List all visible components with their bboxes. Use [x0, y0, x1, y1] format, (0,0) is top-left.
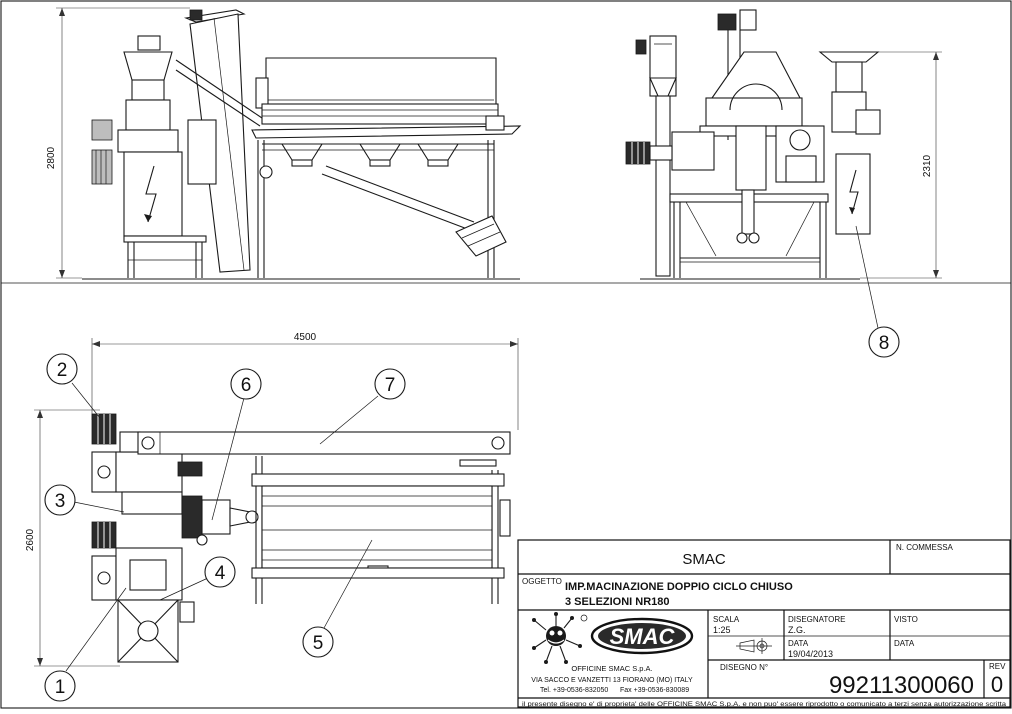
- dim-width-plan: 4500: [294, 332, 317, 343]
- commessa-label: N. COMMESSA: [896, 543, 954, 552]
- company-fax: Fax +39-0536-830089: [620, 687, 689, 694]
- callout-1: 1: [55, 677, 66, 698]
- footer-note: il presente disegno e' di proprieta' del…: [522, 701, 1006, 708]
- callout-4: 4: [215, 563, 226, 584]
- oggetto-line-1: IMP.MACINAZIONE DOPPIO CICLO CHIUSO: [565, 581, 793, 593]
- rev-value: 0: [991, 672, 1003, 697]
- front-elevation-view: 2800: [46, 7, 522, 280]
- side-elevation-view: 2310: [625, 9, 942, 280]
- callout-8: 8: [879, 333, 890, 354]
- smac-logo: SMAC: [590, 617, 694, 655]
- callout-circle-2: [46, 353, 78, 385]
- data-label-2: DATA: [894, 639, 915, 648]
- disegno-value: 99211300060: [829, 672, 974, 699]
- callout-3: 3: [55, 491, 66, 512]
- dim-depth-plan: 2600: [25, 528, 36, 551]
- oggetto-line-2: 3 SELEZIONI NR180: [565, 596, 670, 608]
- disegno-label: DISEGNO N°: [720, 663, 768, 672]
- callout-2: 2: [57, 360, 68, 381]
- callout-circle-1: [44, 670, 76, 702]
- disegnatore-value: Z.G.: [788, 625, 806, 635]
- callout-5: 5: [313, 633, 324, 654]
- company-phone: Tel. +39-0536-832050: [540, 687, 608, 694]
- callout-circle-4: [204, 556, 236, 588]
- title-block: SMAC N. COMMESSA OGGETTO IMP.MACINAZIONE…: [517, 539, 1011, 708]
- scala-label: SCALA: [713, 615, 740, 624]
- visto-label: VISTO: [894, 615, 918, 624]
- callout-6: 6: [241, 375, 252, 396]
- oggetto-label: OGGETTO: [522, 577, 562, 586]
- dim-height-side: 2310: [922, 154, 933, 177]
- disegnatore-label: DISEGNATORE: [788, 615, 846, 624]
- logo-text: SMAC: [610, 624, 676, 649]
- rev-label: REV: [989, 662, 1006, 671]
- mascot-figure-icon: [532, 612, 588, 664]
- callout-circle-6: [230, 368, 262, 400]
- company-name: OFFICINE SMAC S.p.A.: [571, 664, 652, 673]
- callout-circle-5: [302, 626, 334, 658]
- projection-symbol-icon: [736, 638, 772, 654]
- scala-value: 1:25: [713, 625, 731, 635]
- company-address: VIA SACCO E VANZETTI 13 FIORANO (MO) ITA…: [531, 677, 693, 684]
- data-value: 19/04/2013: [788, 649, 833, 659]
- callout-circle-8: [868, 326, 900, 358]
- callout-circle-3: [44, 484, 76, 516]
- callouts: 2 3 1 4 6 7 5 8: [44, 225, 900, 702]
- callout-circle-7: [374, 368, 406, 400]
- dim-height-front: 2800: [46, 146, 57, 169]
- callout-7: 7: [385, 375, 396, 396]
- plan-view: 4500 2600: [25, 332, 519, 667]
- data-label: DATA: [788, 639, 809, 648]
- company-header: SMAC: [682, 551, 726, 568]
